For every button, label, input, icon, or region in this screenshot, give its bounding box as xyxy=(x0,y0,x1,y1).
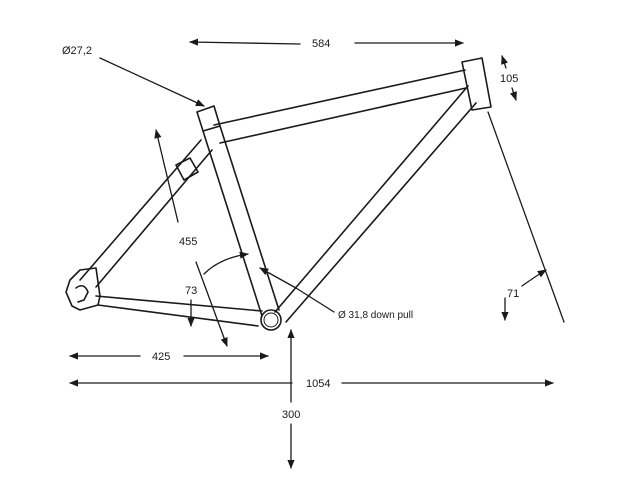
dimension-bb-height: 300 xyxy=(280,329,304,469)
dimension-down-tube: Ø 31,8 down pull xyxy=(259,267,413,321)
seat-tube xyxy=(202,125,280,317)
bb-height-label: 300 xyxy=(282,409,300,421)
seat-tube-length-label: 455 xyxy=(179,236,197,248)
top-tube xyxy=(213,69,467,144)
wheelbase-label: 1054 xyxy=(306,378,330,390)
chain-stays xyxy=(95,295,263,327)
dimension-wheelbase: 1054 xyxy=(69,378,554,390)
top-tube-length-label: 584 xyxy=(312,38,330,50)
frame-outline xyxy=(65,57,492,331)
head-tube-length-label: 105 xyxy=(500,73,518,85)
head-tube xyxy=(461,57,492,111)
dimension-head-angle: 71 xyxy=(487,111,565,323)
dimension-top-tube: 584 xyxy=(189,38,464,50)
down-tube xyxy=(274,85,477,323)
seat-post-diameter-label: Ø27,2 xyxy=(62,45,92,57)
bottom-bracket-inner xyxy=(263,312,279,328)
dimension-seat-post: Ø27,2 xyxy=(62,45,205,107)
dimension-seat-tube: 455 xyxy=(154,129,228,347)
dimension-chainstay: 425 xyxy=(69,351,269,363)
chainstay-length-label: 425 xyxy=(152,351,170,363)
head-angle-label: 71 xyxy=(507,288,519,300)
seat-post-collar xyxy=(196,105,221,132)
dimension-head-tube: 105 xyxy=(500,55,518,101)
down-tube-note-label: Ø 31,8 down pull xyxy=(338,310,413,321)
dimension-seat-angle: 73 xyxy=(185,251,249,327)
rear-dropout xyxy=(65,267,101,311)
seat-angle-label: 73 xyxy=(185,285,197,297)
seat-stay-bridge xyxy=(175,157,199,181)
bottom-bracket xyxy=(260,309,282,331)
